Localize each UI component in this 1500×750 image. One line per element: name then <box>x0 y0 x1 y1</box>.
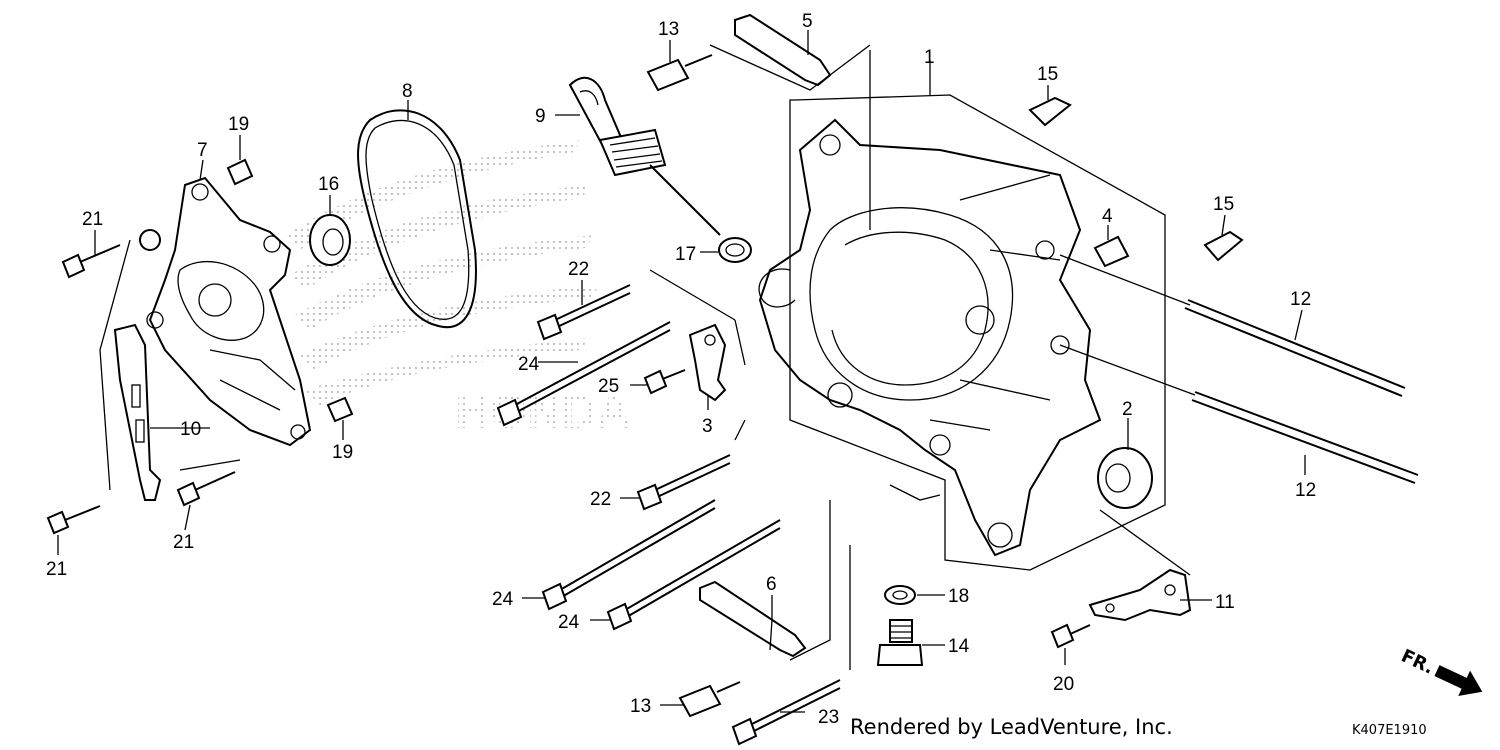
bolt-21-bottom-left <box>46 505 101 535</box>
label-part-13b: 13 <box>630 696 651 717</box>
oil-seal-16 <box>309 214 351 266</box>
part-labels: 1 2 3 4 5 6 7 8 9 10 11 12 12 13 13 14 1… <box>46 11 1316 728</box>
label-part-11: 11 <box>1215 592 1235 613</box>
bolt-22-bottom <box>636 454 731 511</box>
bolt-25 <box>643 369 686 395</box>
dipstick-part <box>568 76 721 236</box>
label-part-8: 8 <box>402 81 413 102</box>
dowel-4 <box>1093 235 1130 268</box>
label-part-4: 4 <box>1102 206 1113 227</box>
dowel-15-top <box>1028 96 1072 127</box>
plate-5 <box>734 13 832 87</box>
bolt-21-top <box>61 244 121 279</box>
label-part-24b: 24 <box>492 589 514 610</box>
label-part-13a: 13 <box>658 19 679 40</box>
bracket-11 <box>1088 568 1192 622</box>
dowel-15-right <box>1203 230 1244 262</box>
label-part-20: 20 <box>1053 674 1074 695</box>
belt-8 <box>357 109 477 328</box>
dowel-19-bottom <box>326 396 354 423</box>
bolt-24-top <box>496 321 671 427</box>
crankcase-cover-part <box>758 118 1102 557</box>
label-part-9: 9 <box>535 106 546 127</box>
label-part-3: 3 <box>702 416 713 437</box>
label-part-12b: 12 <box>1295 480 1316 501</box>
label-part-2: 2 <box>1122 399 1133 420</box>
ring-7 <box>139 229 161 251</box>
stud-12-top <box>1184 299 1406 397</box>
label-part-19a: 19 <box>228 114 249 135</box>
footer-credit: Rendered by LeadVenture, Inc. <box>850 715 1173 739</box>
label-part-22b: 22 <box>590 489 611 510</box>
leader-lines <box>57 30 1306 713</box>
label-part-16: 16 <box>318 174 339 195</box>
assembly-outline <box>789 50 1166 571</box>
front-arrow-icon <box>1434 665 1483 696</box>
left-cover-part <box>146 176 312 447</box>
front-direction-marker: FR. <box>1398 645 1483 696</box>
label-part-23: 23 <box>818 707 839 728</box>
bolt-24-bottom-left <box>541 499 716 611</box>
bearing-2 <box>1097 447 1153 509</box>
label-part-7: 7 <box>197 140 208 161</box>
label-part-21a: 21 <box>82 209 103 230</box>
label-part-1: 1 <box>924 47 935 68</box>
label-part-25: 25 <box>598 376 619 397</box>
label-part-6: 6 <box>766 574 777 595</box>
label-part-17: 17 <box>675 244 696 265</box>
bolt-22-top <box>536 284 631 341</box>
label-part-24c: 24 <box>558 612 580 633</box>
bolt-24-bottom-right <box>606 519 781 631</box>
label-part-10: 10 <box>180 419 201 440</box>
collar-13-top <box>646 54 713 92</box>
plate-6 <box>699 580 807 658</box>
label-part-24a: 24 <box>518 354 540 375</box>
label-part-14: 14 <box>948 636 970 657</box>
label-part-18: 18 <box>948 586 969 607</box>
stud-12-bottom <box>1191 391 1419 484</box>
washer-18 <box>884 585 916 605</box>
label-part-22a: 22 <box>568 259 589 280</box>
diagram-code: K407E1910 <box>1352 723 1427 738</box>
bolt-21-bottom-mid <box>176 471 236 507</box>
bracket-3 <box>688 323 727 402</box>
label-part-19b: 19 <box>332 442 353 463</box>
bolt-23 <box>731 679 841 746</box>
watermark-text: HONDA <box>455 386 631 439</box>
label-part-21b: 21 <box>46 559 67 580</box>
bracket-10 <box>113 323 162 501</box>
label-part-21c: 21 <box>173 532 194 553</box>
label-part-5: 5 <box>802 11 813 32</box>
fr-label: FR. <box>1398 645 1437 678</box>
label-part-12a: 12 <box>1290 289 1311 310</box>
collar-13-bottom <box>678 681 741 718</box>
label-part-15b: 15 <box>1213 194 1234 215</box>
dowel-19-top <box>226 158 254 186</box>
label-part-15a: 15 <box>1037 64 1058 85</box>
bolt-20 <box>1050 623 1091 649</box>
drain-plug-14 <box>876 619 924 666</box>
washer-17 <box>718 237 752 263</box>
